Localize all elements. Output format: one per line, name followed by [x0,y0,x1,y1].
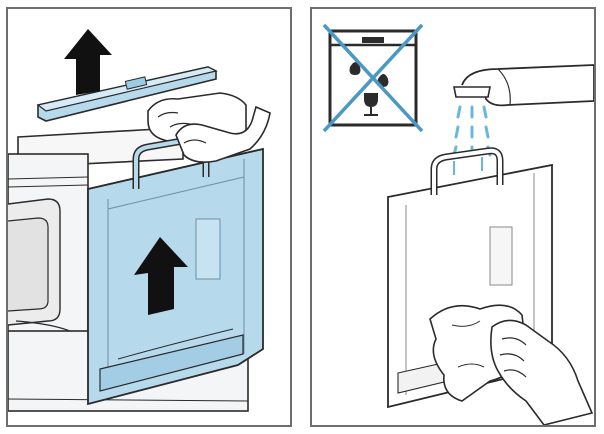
lid-up-arrow-icon [64,29,112,95]
tank-up-arrow-icon [134,237,188,315]
tank-lid [36,66,218,122]
water-tank [87,147,264,406]
remove-tank-illustration [8,29,271,412]
tank-handle [430,147,504,195]
hand-wiping [490,319,594,425]
panel-rinse-tank [310,7,596,427]
faucet-icon [453,64,594,107]
rinse-tank-illustration [322,23,594,425]
panel-remove-tank [6,7,292,427]
hand-gripping-handle [175,105,271,163]
no-dishwasher-icon [322,23,424,133]
